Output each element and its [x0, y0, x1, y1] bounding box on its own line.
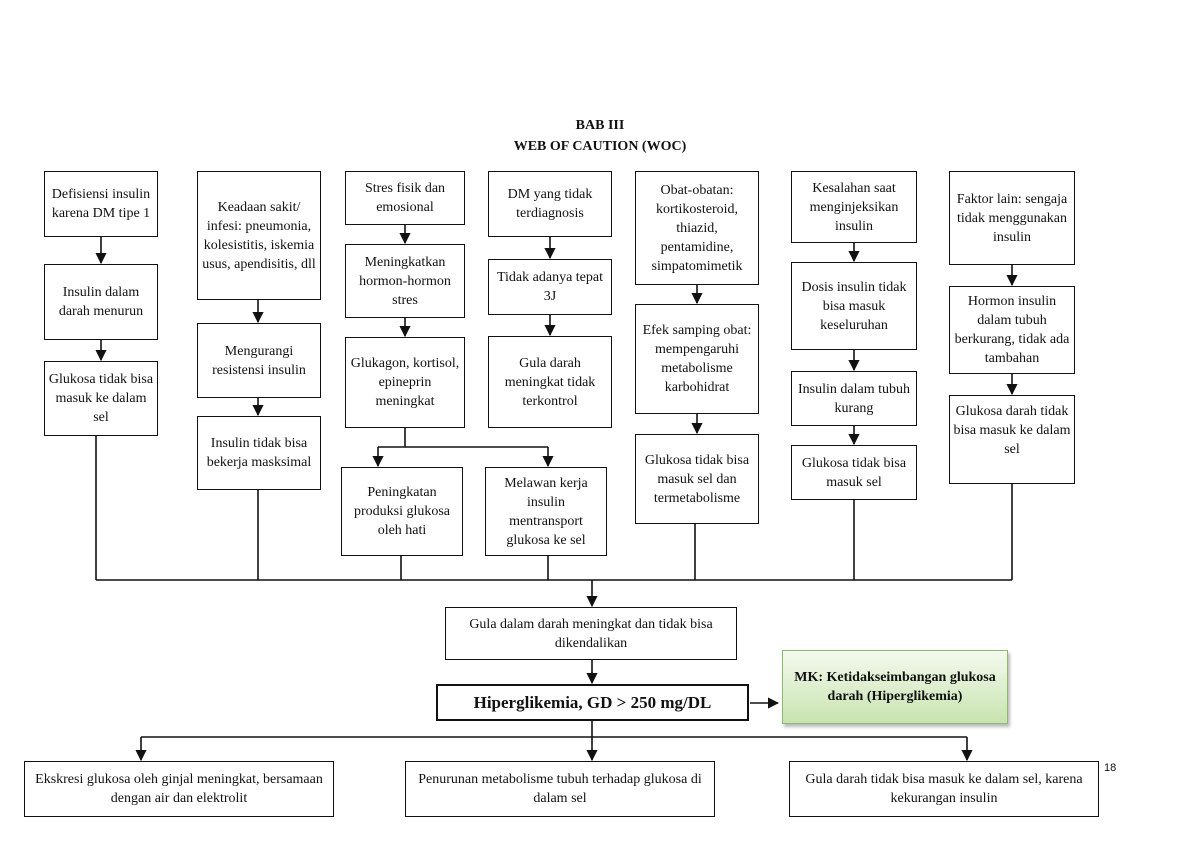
box-gula-darah-meningkat: Gula dalam darah meningkat dan tidak bis…	[445, 607, 737, 660]
box-keadaan-sakit: Keadaan sakit/ infesi: pneumonia, kolesi…	[197, 171, 321, 300]
box-mengurangi-resistensi: Mengurangi resistensi insulin	[197, 323, 321, 398]
box-hiperglikemia: Hiperglikemia, GD > 250 mg/DL	[436, 684, 749, 721]
box-gula-darah-tidak-masuk-sel: Gula darah tidak bisa masuk ke dalam sel…	[789, 761, 1099, 817]
box-masalah-keperawatan: MK: Ketidakseimbangan glukosa darah (Hip…	[782, 650, 1008, 724]
box-gula-darah-tidak-terkontrol: Gula darah meningkat tidak terkontrol	[488, 336, 612, 428]
box-insulin-tidak-bekerja: Insulin tidak bisa bekerja masksimal	[197, 416, 321, 490]
box-glukosa-tidak-termetabolisme: Glukosa tidak bisa masuk sel dan termeta…	[635, 434, 759, 524]
box-melawan-kerja-insulin: Melawan kerja insulin mentransport gluko…	[485, 467, 607, 556]
box-glukosa-tidak-masuk-sel-1: Glukosa tidak bisa masuk ke dalam sel	[44, 361, 158, 436]
box-hormon-insulin-berkurang: Hormon insulin dalam tubuh berkurang, ti…	[949, 286, 1075, 374]
box-faktor-lain: Faktor lain: sengaja tidak menggunakan i…	[949, 171, 1075, 265]
box-efek-samping-obat: Efek samping obat: mempengaruhi metaboli…	[635, 304, 759, 414]
box-glukosa-tidak-masuk-sel-6: Glukosa tidak bisa masuk sel	[791, 445, 917, 500]
box-hormon-stres: Meningkatkan hormon-hormon stres	[345, 244, 465, 318]
box-obat-obatan: Obat-obatan: kortikosteroid, thiazid, pe…	[635, 171, 759, 285]
box-insulin-tubuh-kurang: Insulin dalam tubuh kurang	[791, 371, 917, 426]
box-glukagon-kortisol: Glukagon, kortisol, epineprin meningkat	[345, 337, 465, 428]
box-glukosa-darah-tidak-masuk: Glukosa darah tidak bisa masuk ke dalam …	[949, 395, 1075, 484]
diagram-title: WEB OF CAUTION (WOC)	[513, 139, 687, 154]
box-tidak-tepat-3j: Tidak adanya tepat 3J	[488, 259, 612, 315]
box-dm-tidak-terdiagnosis: DM yang tidak terdiagnosis	[488, 171, 612, 237]
box-stres-fisik: Stres fisik dan emosional	[345, 171, 465, 225]
box-kesalahan-injeksi: Kesalahan saat menginjeksikan insulin	[791, 171, 917, 243]
page-number: 18	[1104, 762, 1117, 774]
box-insulin-darah-menurun: Insulin dalam darah menurun	[44, 264, 158, 340]
box-defisiensi-insulin: Defisiensi insulin karena DM tipe 1	[44, 171, 158, 237]
box-dosis-insulin: Dosis insulin tidak bisa masuk keseluruh…	[791, 262, 917, 350]
box-penurunan-metabolisme: Penurunan metabolisme tubuh terhadap glu…	[405, 761, 715, 817]
box-produksi-glukosa-hati: Peningkatan produksi glukosa oleh hati	[341, 467, 463, 556]
chapter-heading: BAB III	[575, 118, 625, 133]
box-ekskresi-glukosa: Ekskresi glukosa oleh ginjal meningkat, …	[24, 761, 334, 817]
